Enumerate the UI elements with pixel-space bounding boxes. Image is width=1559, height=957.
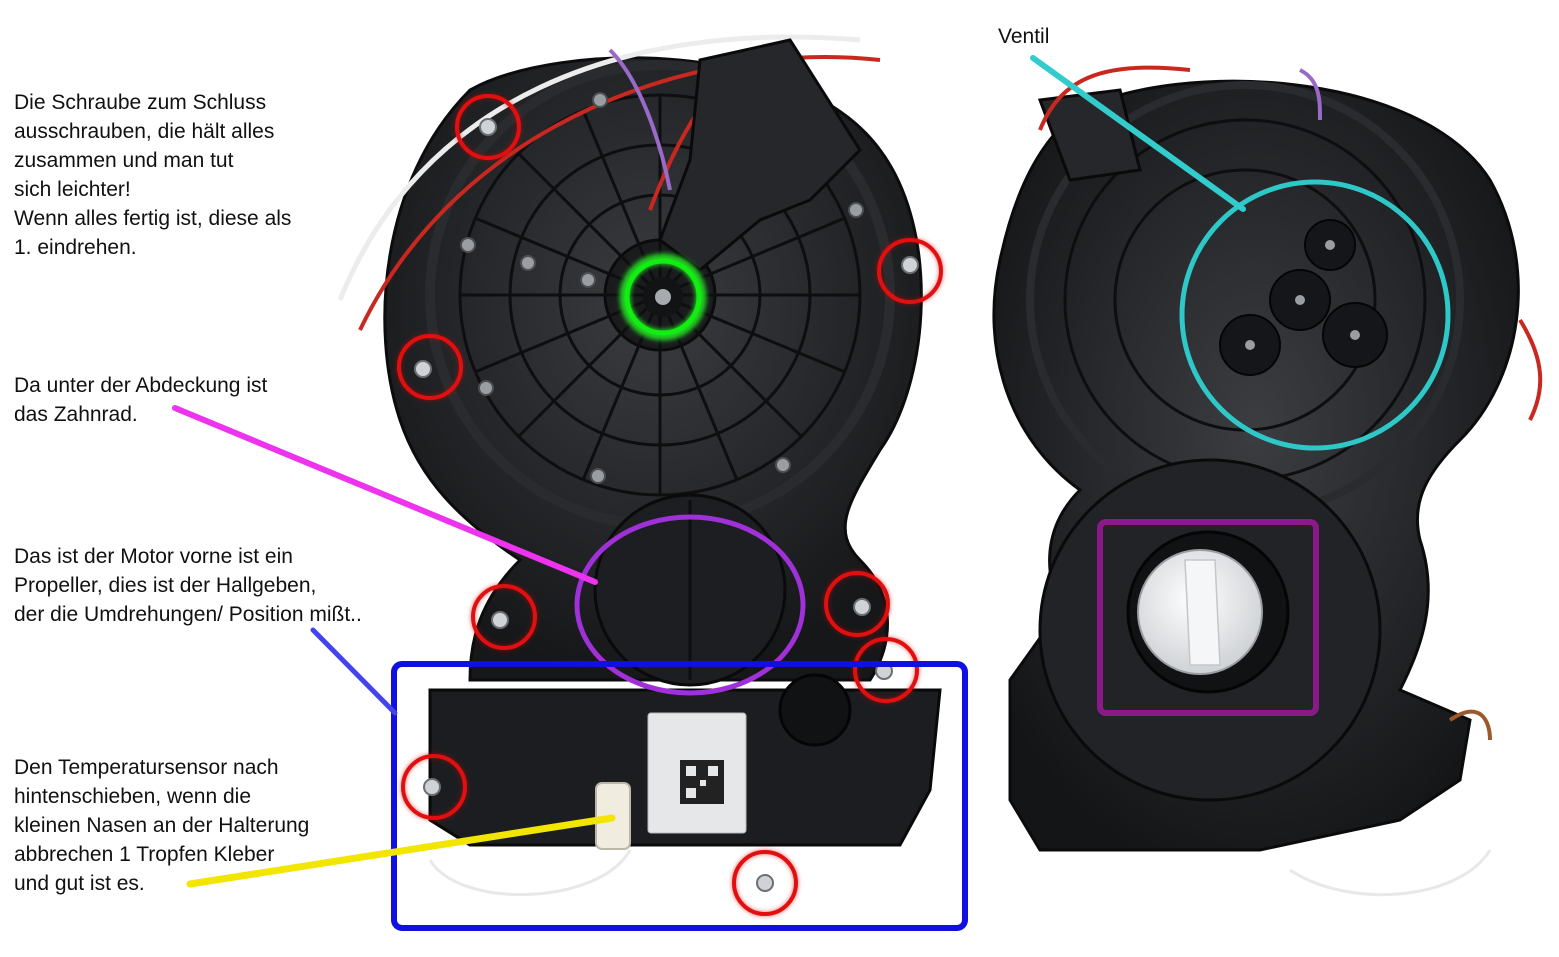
note-line: und gut ist es. [14,872,145,895]
left-unit-back-view [337,34,942,897]
screw-marker [877,238,943,304]
gear-cover-marker [574,514,806,696]
note-line: Den Temperatursensor nach [14,756,279,779]
note-line: das Zahnrad. [14,403,138,426]
white-wire [337,34,861,301]
note-line: Die Schraube zum Schluss [14,91,267,114]
screw-marker [824,571,890,637]
note-line: Da unter der Abdeckung ist [14,374,268,397]
valve-note: Ventil [998,22,1049,51]
note-line: sich leichter! [14,178,131,201]
sensor-note: Den Temperatursensor nach hintenschieben… [14,753,309,898]
screw-marker [401,754,467,820]
note-line: der die Umdrehungen/ Position mißt.. [14,603,362,626]
motor-note: Das ist der Motor vorne ist ein Propelle… [14,542,362,629]
motor-box-marker [391,661,968,931]
wire-connector [658,38,862,272]
note-line: zusammen und man tut [14,149,234,172]
screw-markers [397,94,943,916]
hall-sensor-box-marker [1097,519,1319,716]
sensor-pointer [186,814,616,888]
screw-note: Die Schraube zum Schluss ausschrauben, d… [14,88,291,262]
screw-marker [397,334,463,400]
note-line: Ventil [998,25,1050,48]
right-unit-front-view [992,65,1543,897]
note-line: Das ist der Motor vorne ist ein [14,545,293,568]
note-line: hintenschieben, wenn die [14,785,252,808]
note-line: ausschrauben, die hält alles [14,120,275,143]
screw-marker [732,850,798,916]
screw-marker [455,94,521,160]
cover-note: Da unter der Abdeckung ist das Zahnrad. [14,371,267,429]
valve-pointer [1030,55,1246,212]
note-line: abbrechen 1 Tropfen Kleber [14,843,275,866]
note-line: 1. eindrehen. [14,236,137,259]
screw-heads [460,92,864,484]
purple-wire [608,48,672,191]
motor-cap [778,673,852,747]
valve-marker [1179,179,1451,451]
note-line: kleinen Nasen an der Halterung [14,814,310,837]
screw-marker [853,637,919,703]
motor-pointer [310,627,398,716]
cover-pointer [172,405,598,585]
screw-marker [471,584,537,650]
center-screw-marker [619,253,707,341]
note-line: Propeller, dies ist der Hallgeben, [14,574,317,597]
note-line: Wenn alles fertig ist, diese als [14,207,292,230]
